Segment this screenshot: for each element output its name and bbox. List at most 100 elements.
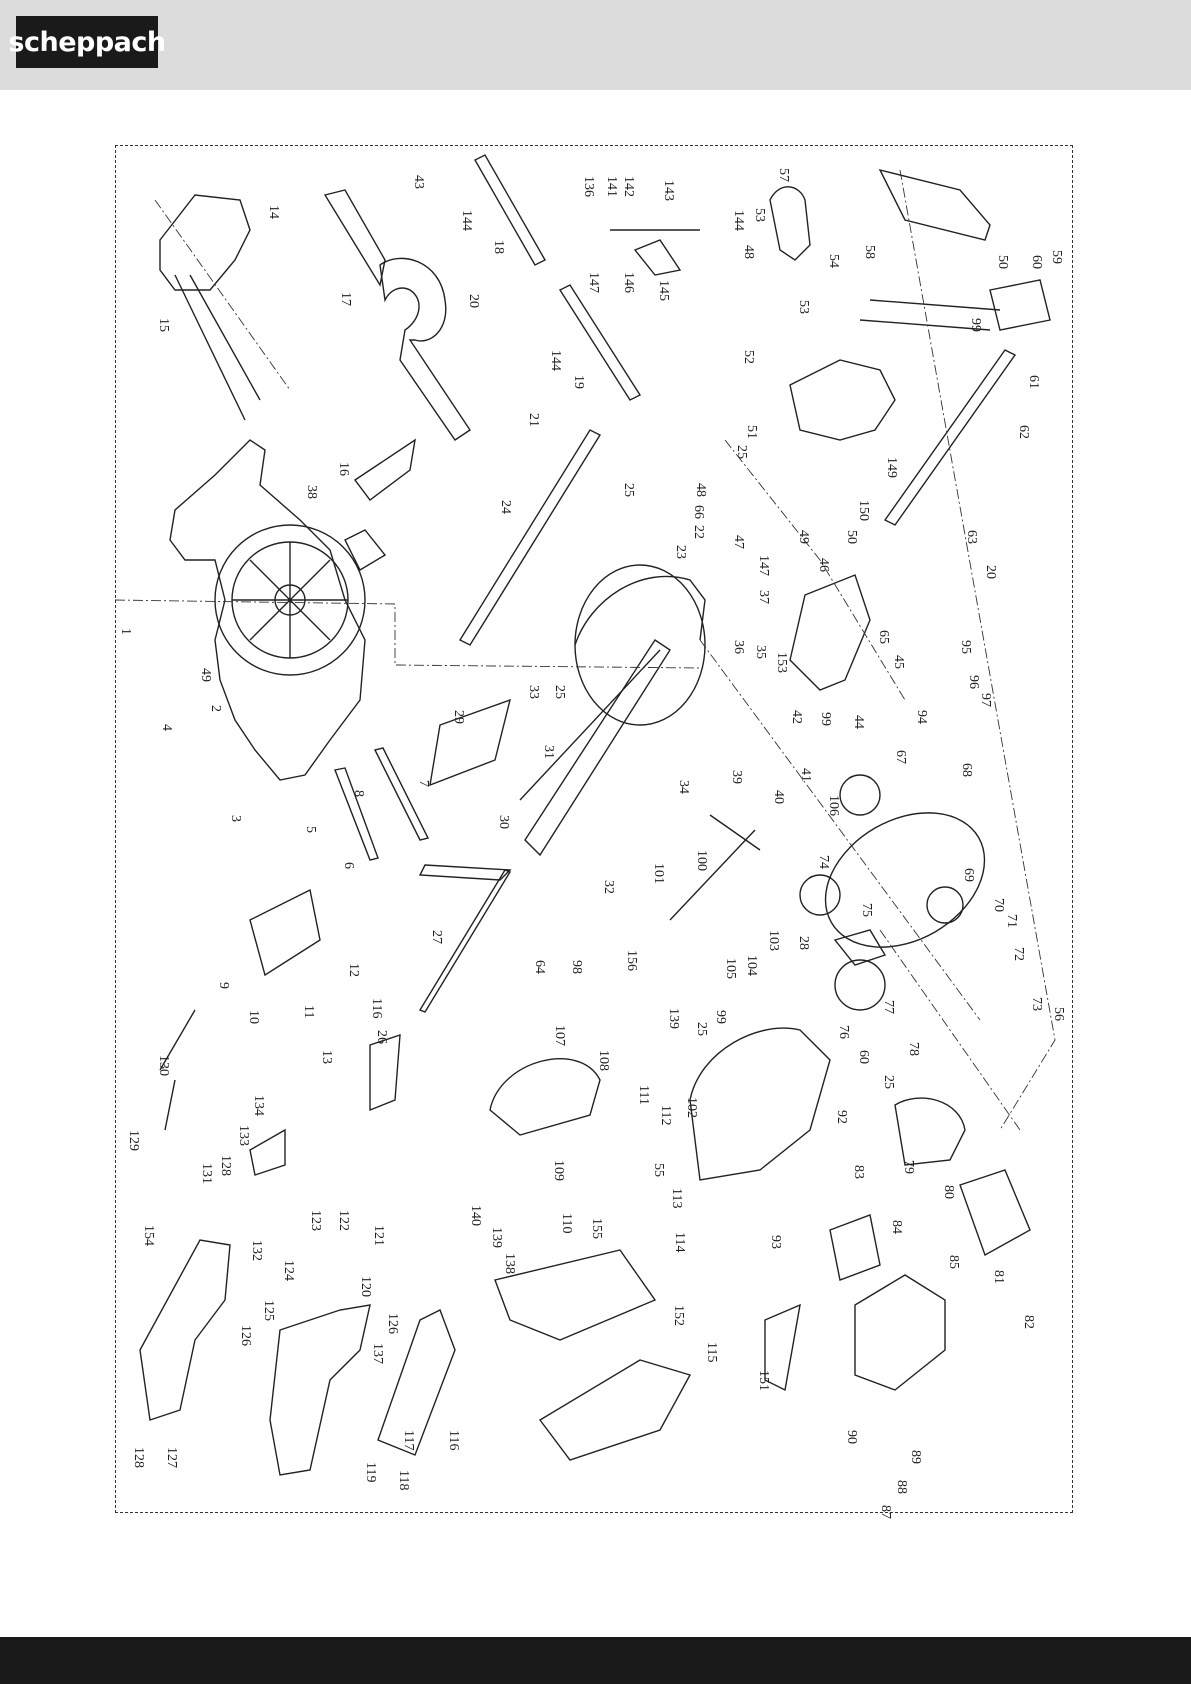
part-label-p3: 3: [228, 815, 243, 822]
part-label-p55: 55: [651, 1163, 666, 1177]
part-label-p96: 96: [966, 675, 981, 689]
part-label-p50b: 50: [844, 530, 859, 544]
small-parts: [159, 229, 761, 1176]
part-label-p106: 106: [826, 795, 841, 816]
part-label-p39: 39: [729, 770, 744, 784]
part-label-p120: 120: [358, 1276, 373, 1297]
part-label-p141: 141: [604, 176, 619, 197]
part-label-p89: 89: [908, 1450, 923, 1464]
part-label-p144a: 144: [459, 210, 474, 231]
axis-lines: [114, 169, 1056, 1131]
part-label-p57: 57: [776, 168, 791, 182]
part-label-p118: 118: [396, 1470, 411, 1490]
part-label-p116a: 116: [369, 998, 384, 1018]
part-label-p76: 76: [836, 1025, 851, 1039]
base-assembly: [169, 439, 366, 781]
part-label-p123: 123: [308, 1210, 323, 1231]
part-label-p109: 109: [551, 1160, 566, 1181]
part-label-p144b: 144: [548, 350, 563, 371]
part-label-p144c: 144: [731, 210, 746, 231]
part-label-p79: 79: [901, 1160, 916, 1174]
part-label-p20: 20: [466, 294, 481, 308]
part-label-p88: 88: [894, 1480, 909, 1494]
part-label-p20b: 20: [983, 565, 998, 579]
part-label-p129: 129: [126, 1130, 141, 1151]
part-label-p47: 47: [731, 535, 746, 549]
part-label-p38: 38: [304, 485, 319, 499]
part-label-p124: 124: [281, 1260, 296, 1281]
part-label-p117: 117: [401, 1430, 416, 1450]
part-label-p6: 6: [341, 862, 356, 869]
part-label-p126b: 126: [385, 1313, 400, 1334]
part-label-p80: 80: [941, 1185, 956, 1199]
part-label-p116b: 116: [446, 1430, 461, 1450]
part-label-p111: 111: [636, 1085, 651, 1105]
part-label-p30: 30: [496, 815, 511, 829]
part-label-p44: 44: [851, 715, 866, 729]
part-label-p130: 130: [156, 1055, 171, 1076]
part-label-p145: 145: [656, 280, 671, 301]
part-label-p16: 16: [336, 462, 351, 476]
part-label-p108: 108: [596, 1050, 611, 1071]
slide-arm: [769, 168, 1051, 691]
part-label-p83: 83: [851, 1165, 866, 1179]
part-label-p4: 4: [159, 724, 174, 731]
part-label-p35: 35: [753, 645, 768, 659]
part-label-p15: 15: [156, 318, 171, 332]
part-label-p14: 14: [266, 205, 281, 219]
part-label-p49b: 49: [796, 530, 811, 544]
part-label-p45: 45: [891, 655, 906, 669]
part-label-p95: 95: [958, 640, 973, 654]
part-label-p97: 97: [978, 693, 993, 707]
part-label-p43: 43: [411, 175, 426, 189]
part-label-p93: 93: [768, 1235, 783, 1249]
part-label-p58: 58: [862, 245, 877, 259]
part-label-p122: 122: [336, 1210, 351, 1231]
part-label-p152: 152: [671, 1305, 686, 1326]
part-label-p90: 90: [844, 1430, 859, 1444]
part-label-p94: 94: [914, 710, 929, 724]
part-label-p107: 107: [552, 1025, 567, 1046]
part-label-p119: 119: [363, 1462, 378, 1482]
part-label-p21: 21: [526, 413, 541, 427]
part-label-p53b: 53: [796, 300, 811, 314]
part-label-p1: 1: [118, 628, 133, 635]
part-label-p99c: 99: [968, 318, 983, 332]
part-label-p25a: 25: [621, 483, 636, 497]
part-label-p42: 42: [789, 710, 804, 724]
part-label-p19: 19: [571, 375, 586, 389]
fence-assembly: [159, 189, 471, 441]
part-label-p99b: 99: [713, 1010, 728, 1024]
part-label-p70: 70: [991, 898, 1006, 912]
part-label-p59: 59: [1049, 250, 1064, 264]
part-label-p60b: 60: [856, 1050, 871, 1064]
part-label-p56: 56: [1051, 1007, 1066, 1021]
part-label-p150: 150: [856, 500, 871, 521]
part-label-p25d: 25: [881, 1075, 896, 1089]
part-label-p131: 131: [199, 1163, 214, 1184]
part-label-p77: 77: [881, 1000, 896, 1014]
part-label-p126a: 126: [238, 1325, 253, 1346]
part-label-p9: 9: [216, 982, 231, 989]
part-label-p84: 84: [889, 1220, 904, 1234]
part-label-p11: 11: [301, 1005, 316, 1018]
part-label-p85: 85: [946, 1255, 961, 1269]
part-label-p113: 113: [669, 1188, 684, 1208]
part-label-p140: 140: [468, 1205, 483, 1226]
part-label-p134: 134: [251, 1095, 266, 1116]
part-label-p65: 65: [876, 630, 891, 644]
part-label-p104: 104: [744, 955, 759, 976]
part-label-p75: 75: [859, 903, 874, 917]
part-label-p105: 105: [723, 958, 738, 979]
part-label-p13: 13: [319, 1050, 334, 1064]
part-label-p61: 61: [1026, 375, 1041, 389]
part-label-p24: 24: [498, 500, 513, 514]
part-label-p155: 155: [589, 1218, 604, 1239]
part-label-p33: 33: [526, 685, 541, 699]
part-label-p73: 73: [1029, 997, 1044, 1011]
part-label-p63: 63: [964, 530, 979, 544]
part-label-p7: 7: [416, 780, 431, 787]
part-label-p48b: 48: [741, 245, 756, 259]
